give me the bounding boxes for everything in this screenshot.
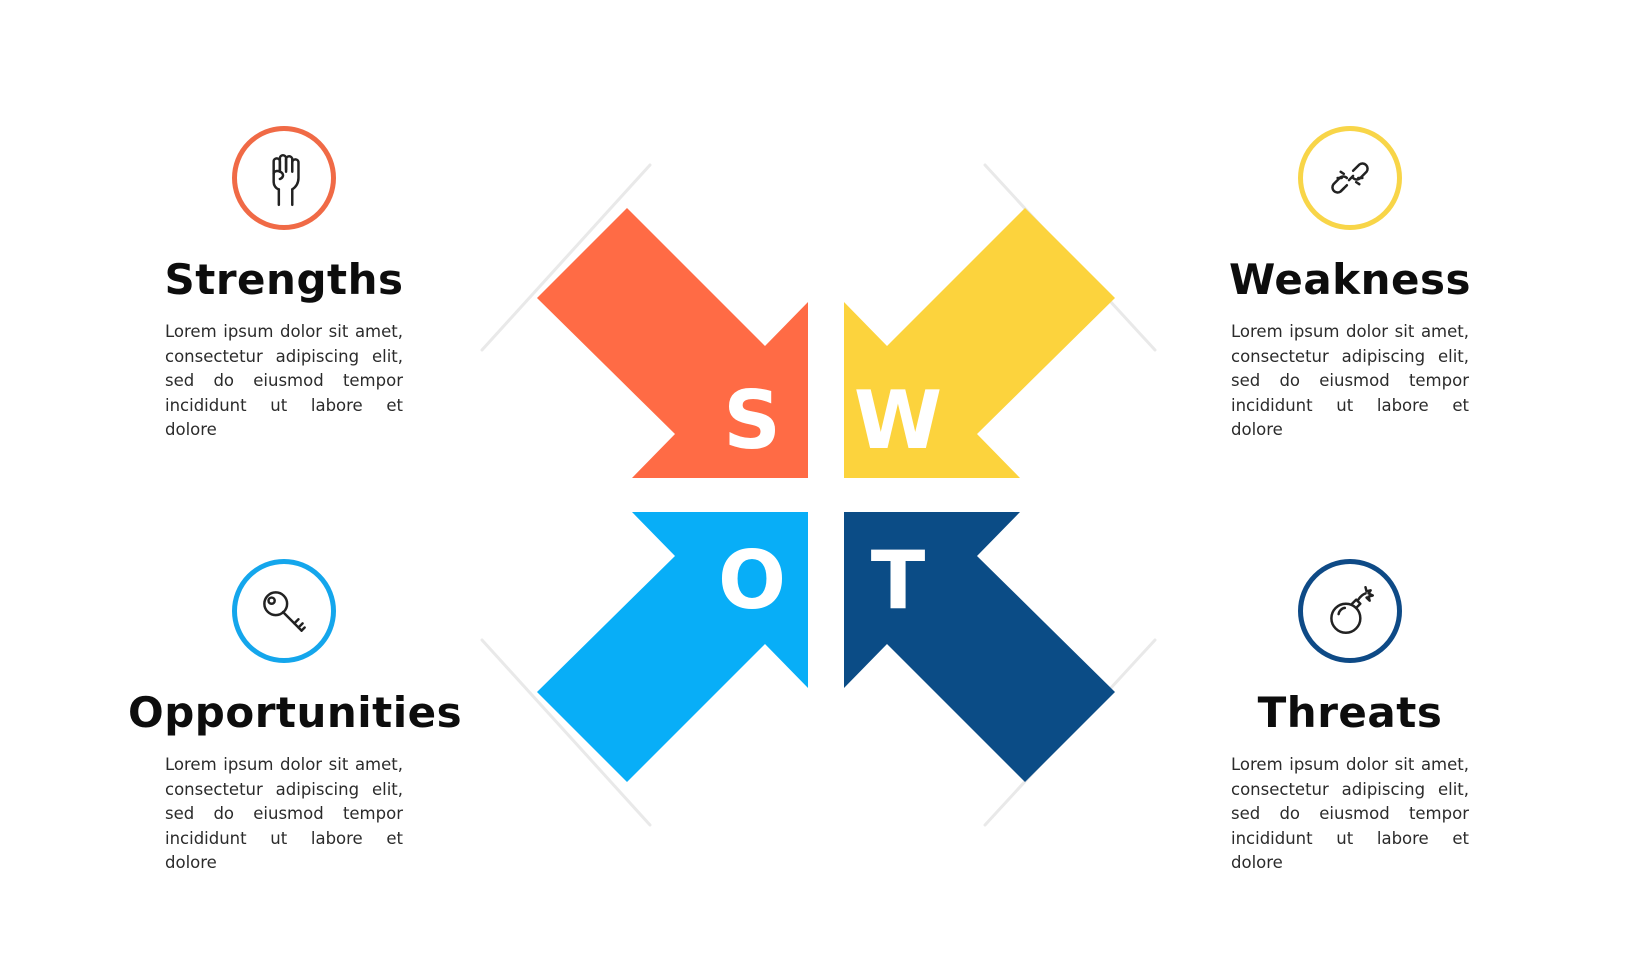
strengths-arrow: S (537, 208, 808, 478)
raised-fist-icon (272, 154, 300, 207)
opportunities-line-4: incididunt ut labore et dolore (165, 828, 403, 873)
broken-chain-icon (1331, 162, 1369, 194)
opportunities-icon-ring (232, 559, 336, 663)
weakness-line-2: consectetur adipiscing elit, (1231, 346, 1469, 366)
weakness-title: Weakness (1229, 255, 1471, 304)
weakness-letter: W (854, 374, 942, 467)
bomb-icon (1330, 585, 1374, 634)
opportunities-title: Opportunities (128, 688, 463, 737)
threats-line-4: incididunt ut labore et dolore (1231, 828, 1469, 873)
threats-block: Threats Lorem ipsum dolor sit amet, cons… (1194, 559, 1506, 876)
threats-line-1: Lorem ipsum dolor sit amet, (1231, 755, 1469, 774)
opportunities-letter: O (718, 534, 786, 627)
threats-letter: T (871, 534, 926, 627)
strengths-line-2: consectetur adipiscing elit, (165, 346, 403, 366)
weakness-arrow: W (844, 208, 1115, 478)
threats-description: Lorem ipsum dolor sit amet, consectetur … (1231, 753, 1469, 876)
threats-line-2: consectetur adipiscing elit, (1231, 779, 1469, 799)
weakness-line-1: Lorem ipsum dolor sit amet, (1231, 322, 1469, 341)
strengths-line-4: incididunt ut labore et dolore (165, 395, 403, 440)
weakness-block: Weakness Lorem ipsum dolor sit amet, con… (1194, 126, 1506, 443)
strengths-block: Strengths Lorem ipsum dolor sit amet, co… (128, 126, 440, 443)
threats-title: Threats (1257, 688, 1443, 737)
strengths-line-1: Lorem ipsum dolor sit amet, (165, 322, 403, 341)
weakness-icon-ring (1298, 126, 1402, 230)
strengths-description: Lorem ipsum dolor sit amet, consectetur … (165, 320, 403, 443)
opportunities-line-2: consectetur adipiscing elit, (165, 779, 403, 799)
key-icon (263, 591, 306, 632)
strengths-icon-ring (232, 126, 336, 230)
weakness-line-4: incididunt ut labore et dolore (1231, 395, 1469, 440)
opportunities-block: Opportunities Lorem ipsum dolor sit amet… (128, 559, 463, 876)
opportunities-line-1: Lorem ipsum dolor sit amet, (165, 755, 403, 774)
strengths-title: Strengths (164, 255, 404, 304)
strengths-line-3: sed do eiusmod tempor (165, 371, 403, 391)
opportunities-description: Lorem ipsum dolor sit amet, consectetur … (165, 753, 403, 876)
weakness-line-3: sed do eiusmod tempor (1231, 371, 1469, 391)
threats-icon-ring (1298, 559, 1402, 663)
weakness-description: Lorem ipsum dolor sit amet, consectetur … (1231, 320, 1469, 443)
threats-arrow: T (844, 512, 1115, 782)
opportunities-arrow: O (537, 512, 808, 782)
threats-line-3: sed do eiusmod tempor (1231, 804, 1469, 824)
strengths-letter: S (723, 374, 781, 467)
opportunities-line-3: sed do eiusmod tempor (165, 804, 403, 824)
